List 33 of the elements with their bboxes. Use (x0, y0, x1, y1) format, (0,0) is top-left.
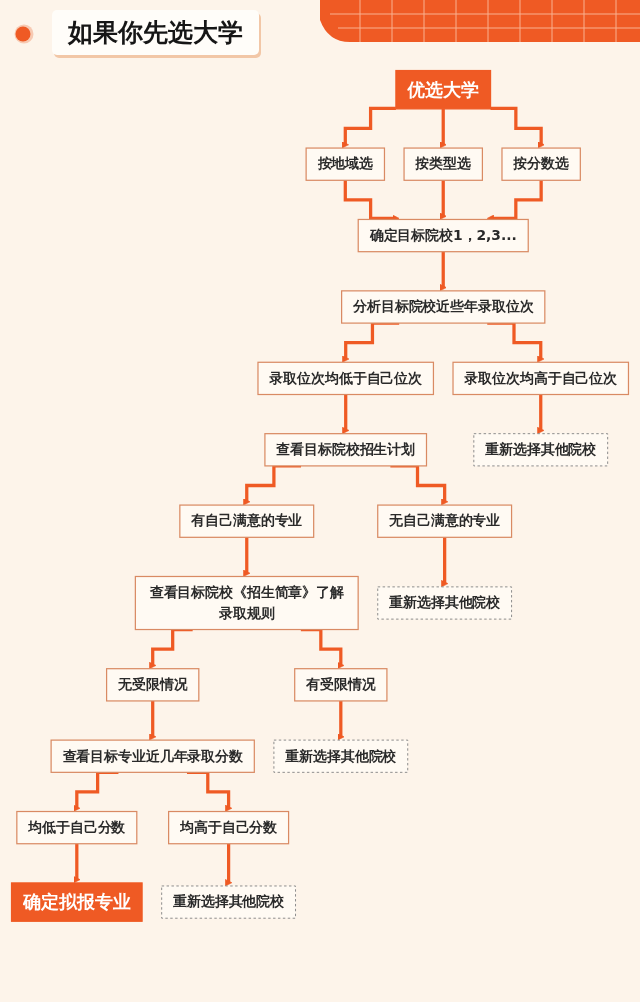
title: 如果你先选大学 (52, 10, 259, 55)
dashed-box: 重新选择其他院校 (377, 586, 513, 620)
arrow (149, 699, 157, 741)
process-box: 录取位次均高于自己位次 (452, 361, 630, 396)
arrow (439, 250, 447, 292)
arrow (439, 107, 447, 149)
dashed-box: 重新选择其他院校 (161, 885, 296, 919)
highlight-box: 优选大学 (395, 69, 492, 110)
process-box: 按类型选 (403, 147, 483, 181)
highlight-box: 确定拟报专业 (10, 882, 143, 922)
process-box: 录取位次均低于自己位次 (257, 361, 435, 396)
dashed-box: 重新选择其他院校 (473, 433, 609, 467)
process-box: 均高于自己分数 (168, 810, 290, 845)
process-box: 有自己满意的专业 (179, 504, 315, 538)
process-box: 分析目标院校近些年录取位次 (341, 290, 546, 324)
arrow (225, 842, 233, 887)
process-box: 均低于自己分数 (16, 810, 138, 845)
process-box: 按分数选 (501, 147, 581, 181)
process-box: 无自己满意的专业 (377, 504, 513, 538)
dashed-box: 重新选择其他院校 (273, 739, 409, 773)
arrow (337, 699, 345, 741)
process-box: 有受限情况 (294, 668, 388, 702)
arrow (243, 464, 302, 506)
process-box: 查看目标专业近几年录取分数 (50, 739, 255, 773)
process-box: 无受限情况 (106, 668, 200, 702)
process-box: 查看目标院校《招生简章》了解录取规则 (134, 575, 359, 631)
process-box: 查看目标院校招生计划 (264, 433, 428, 467)
process-box: 按地域选 (305, 147, 386, 181)
arrow (390, 464, 449, 506)
arrow (490, 106, 545, 149)
arrow (341, 106, 396, 149)
arrow (73, 842, 81, 884)
process-box: 确定目标院校1，2,3... (357, 218, 529, 253)
